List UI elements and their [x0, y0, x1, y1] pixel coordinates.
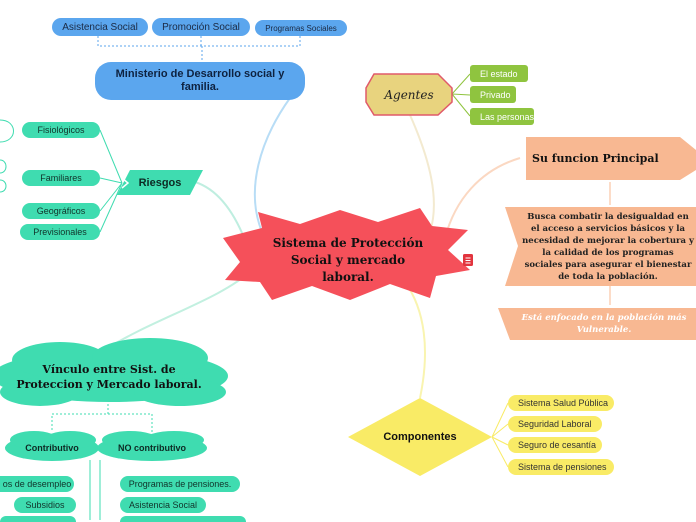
- connector-riesgos: [194, 181, 246, 241]
- agentes-item-estado[interactable]: El estado: [470, 65, 528, 82]
- contributivo-item-partial: [0, 516, 76, 522]
- riesgos-chevron: [121, 177, 130, 189]
- top-item-promocion[interactable]: Promoción Social: [152, 18, 250, 36]
- connector-componentes: [404, 281, 426, 399]
- connector-contrib-items: [89, 460, 101, 520]
- funcion-description[interactable]: Busca combatir la desigualdad en el acce…: [522, 212, 694, 282]
- connector-componentes-pills: [491, 402, 509, 468]
- riesgos-item-familiares[interactable]: Familiares: [22, 170, 100, 186]
- componentes-title[interactable]: Componentes: [383, 431, 457, 443]
- componentes-item-salud[interactable]: Sistema Salud Pública: [508, 395, 614, 411]
- agentes-title[interactable]: Agentes: [384, 88, 434, 102]
- riesgos-shape: [117, 170, 203, 195]
- no-contributivo-item-partial: [120, 516, 246, 522]
- componentes-item-pensiones[interactable]: Sistema de pensiones: [508, 459, 614, 475]
- riesgos-item-fisiologicos[interactable]: Fisiológicos: [22, 122, 100, 138]
- agentes-item-privado[interactable]: Privado: [470, 86, 516, 103]
- connector-vinculo-sub: [51, 404, 153, 432]
- connector-agentes: [409, 114, 435, 233]
- central-title[interactable]: Sistema de Protección Social y mercado l…: [272, 235, 424, 284]
- no-contributivo-title[interactable]: NO contributivo: [118, 443, 186, 453]
- contributivo-title[interactable]: Contributivo: [25, 443, 79, 453]
- connector-riesgos-pills: [99, 129, 123, 233]
- no-contributivo-item-pensiones[interactable]: Programas de pensiones.: [120, 476, 240, 492]
- riesgos-edge-shapes: [0, 119, 14, 193]
- componentes-item-cesantia[interactable]: Seguro de cesantía: [508, 437, 602, 453]
- funcion-title[interactable]: Su funcion Principal: [532, 151, 659, 165]
- central-star: [223, 208, 470, 300]
- riesgos-item-previsionales[interactable]: Previsionales: [20, 224, 100, 240]
- no-contributivo-item-asistencia[interactable]: Asistencia Social: [120, 497, 206, 513]
- connector-top: [253, 97, 291, 233]
- contributivo-cloud: [5, 431, 99, 461]
- ministerio-node[interactable]: Ministerio de Desarrollo social y famili…: [95, 62, 305, 100]
- contributivo-item-subsidios[interactable]: Subsidios: [14, 497, 76, 513]
- connector-vinculo: [104, 269, 253, 351]
- connector-top-pills: [97, 36, 301, 62]
- vinculo-cloud: [0, 338, 228, 406]
- connector-funcion: [444, 157, 521, 239]
- vinculo-title[interactable]: Vínculo entre Sist. de Proteccion y Merc…: [16, 363, 202, 391]
- riesgos-item-geograficos[interactable]: Geográficos: [22, 203, 100, 219]
- connector-agentes-pills: [451, 73, 471, 117]
- funcion-banner: [526, 137, 696, 180]
- no-contributivo-cloud: [97, 431, 207, 461]
- componentes-diamond: [348, 398, 492, 476]
- contributivo-item-desempleo[interactable]: os de desempleo: [0, 476, 74, 492]
- agentes-shape: [365, 73, 453, 116]
- top-item-programas[interactable]: Programas Sociales: [255, 20, 347, 36]
- top-item-asistencia[interactable]: Asistencia Social: [52, 18, 148, 36]
- riesgos-title[interactable]: Riesgos: [138, 177, 182, 189]
- funcion-note-shape: [498, 308, 696, 340]
- agentes-item-personas[interactable]: Las personas: [470, 108, 534, 125]
- funcion-note[interactable]: Está enfocado en la población más Vulner…: [521, 313, 687, 335]
- componentes-item-laboral[interactable]: Seguridad Laboral: [508, 416, 602, 432]
- funcion-description-shape: [505, 207, 696, 286]
- ministerio-title: Ministerio de Desarrollo social y famili…: [115, 68, 285, 93]
